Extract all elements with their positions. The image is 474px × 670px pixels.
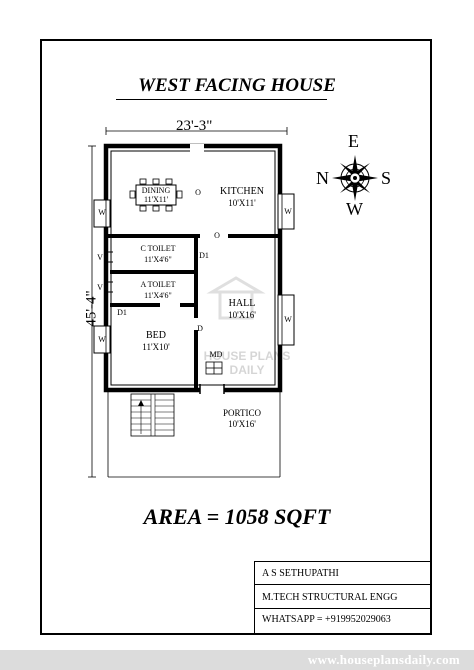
door-mark-bed: D <box>197 324 203 333</box>
opening-mark-kitchen: O <box>214 231 220 240</box>
footer-url[interactable]: www.houseplansdaily.com <box>307 652 460 667</box>
window-mark-left-top: W <box>98 208 106 217</box>
compass-west: W <box>346 199 363 219</box>
title-block-divider-2 <box>254 608 432 609</box>
watermark-logo <box>206 276 266 320</box>
watermark-text-1: HOUSE PLANS <box>203 349 291 363</box>
bed-size: 11'X10' <box>142 342 170 352</box>
main-door-mark: MD <box>209 350 223 359</box>
area-text: AREA = 1058 SQFT <box>143 504 331 529</box>
portico-label: PORTICO <box>223 408 261 418</box>
dining-label: DINING <box>141 186 171 195</box>
compass-east: E <box>348 131 359 151</box>
designer-name: A S SETHUPATHI <box>262 568 339 579</box>
hall-size: 10'X16' <box>228 310 256 320</box>
kitchen-label: KITCHEN <box>220 186 264 197</box>
watermark-text-2: DAILY <box>229 363 265 377</box>
a-toilet-label: A TOILET <box>140 280 176 289</box>
vent-mark-a-toilet: V <box>97 283 103 292</box>
opening-mark-dining: O <box>195 188 201 197</box>
hall-label: HALL <box>228 298 256 309</box>
portico-size: 10'X16' <box>228 419 256 429</box>
width-dimension: 23'-3" <box>176 118 213 134</box>
designer-qualification: M.TECH STRUCTURAL ENGG <box>262 592 398 603</box>
window-mark-right-top: W <box>284 207 292 216</box>
door-mark-a-toilet: D1 <box>117 308 127 317</box>
footer-bar: www.houseplansdaily.com <box>0 650 474 670</box>
title-block <box>254 561 432 635</box>
sheet-border <box>40 39 432 635</box>
bed-label: BED <box>146 330 166 341</box>
window-mark-right-bottom: W <box>284 315 292 324</box>
plan-title: WEST FACING HOUSE <box>138 75 336 96</box>
designer-whatsapp: WHATSAPP = +919952029063 <box>262 614 391 625</box>
a-toilet-size: 11'X4'6" <box>144 291 172 300</box>
compass-rose <box>332 155 378 201</box>
title-underline <box>116 99 327 100</box>
compass-north: N <box>316 168 329 188</box>
dining-size: 11'X11' <box>143 195 169 204</box>
kitchen-size: 10'X11' <box>228 198 256 208</box>
window-mark-left-bottom: W <box>98 335 106 344</box>
title-block-divider-1 <box>254 584 432 585</box>
compass-south: S <box>381 168 392 188</box>
c-toilet-label: C TOILET <box>140 244 176 253</box>
vent-mark-c-toilet: V <box>97 253 103 262</box>
c-toilet-size: 11'X4'6" <box>144 255 172 264</box>
door-mark-c-toilet: D1 <box>199 251 209 260</box>
